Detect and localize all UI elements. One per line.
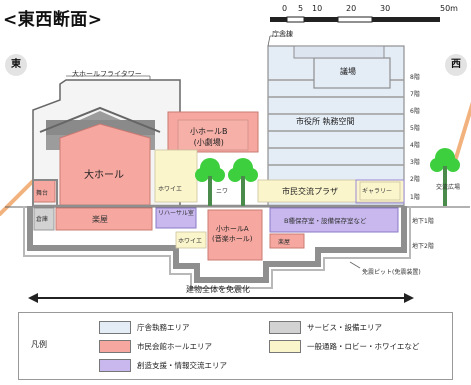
legend-label: 一般通路・ロビー・ホワイエなど <box>307 342 420 351</box>
legend-label: 市民会館ホールエリア <box>137 342 212 351</box>
foyer-label: ホワイエ <box>158 186 182 193</box>
city-office-label: 市役所 執務空間 <box>296 117 355 126</box>
legend-swatch <box>99 359 131 372</box>
cross-section-diagram <box>0 35 471 303</box>
legend-swatch <box>99 321 131 334</box>
scale-tick: 30 <box>380 4 391 13</box>
floor-label: 7階 <box>410 91 420 98</box>
gov-building-label: 庁舎棟 <box>272 30 293 38</box>
legend-title: 凡例 <box>31 340 47 349</box>
legend-label: 庁舎執務エリア <box>137 323 190 332</box>
basement-label: 地下2階 <box>412 243 434 250</box>
large-hall-label: 大ホール <box>84 170 124 181</box>
assembly-label: 議場 <box>340 67 356 76</box>
civic-plaza-label: 市民交流プラザ <box>282 187 338 196</box>
storage-label: 倉庫 <box>36 216 49 223</box>
tree-icon <box>195 158 225 206</box>
legend-swatch <box>269 340 301 353</box>
floor-label: 6階 <box>410 108 420 115</box>
basement-label: 地下1階 <box>412 218 434 225</box>
scale-tick: 0 <box>282 4 288 13</box>
exchange-plaza-label: 交流広場 <box>436 184 461 191</box>
legend-swatch <box>99 340 131 353</box>
seismic-isolation-label: 建物全体を免震化 <box>186 285 250 294</box>
floor-label: 8階 <box>410 74 420 81</box>
floor-label: 1階 <box>410 194 420 201</box>
archives-label: B種保存室・設備保存室など <box>284 217 367 225</box>
east-marker: 東 <box>5 54 27 76</box>
niwa-label: ニワ <box>216 188 229 195</box>
page-title: <東西断面> <box>3 10 103 30</box>
scale-tick: 50m <box>440 4 458 13</box>
backstage-label: 楽屋 <box>92 215 108 224</box>
tree-icon <box>430 148 460 206</box>
gallery-label: ギャラリー <box>362 188 393 195</box>
rehearsal-label: リハーサル室 <box>158 210 194 217</box>
scale-tick: 20 <box>346 4 357 13</box>
floor-label: 3階 <box>410 159 420 166</box>
legend-box: 凡例 庁舎執務エリア サービス・設備エリア 市民会館ホールエリア 一般通路・ロビ… <box>18 312 453 380</box>
legend-label: 創造支援・情報交流エリア <box>137 361 227 370</box>
backstage-a-label: 楽屋 <box>278 239 291 246</box>
floor-label: 4階 <box>410 142 420 149</box>
stage-label: 舞台 <box>36 190 49 197</box>
scale-tick: 10 <box>312 4 323 13</box>
scale-tick: 5 <box>298 4 304 13</box>
legend-label: サービス・設備エリア <box>307 323 382 332</box>
legend-swatch <box>269 321 301 334</box>
fly-tower-label: 大ホールフライタワー <box>72 70 142 78</box>
isolation-pit-label: 免震ピット(免震装置) <box>362 269 421 276</box>
foyer-bottom-label: ホワイエ <box>178 238 202 245</box>
west-marker: 西 <box>445 54 467 76</box>
floor-label: 2階 <box>410 176 420 183</box>
floor-label: 5階 <box>410 125 420 132</box>
small-hall-b-label: 小ホールB (小劇場) <box>190 127 228 147</box>
small-hall-a-label: 小ホールA (音楽ホール) <box>212 225 253 243</box>
tree-icon <box>228 158 258 206</box>
